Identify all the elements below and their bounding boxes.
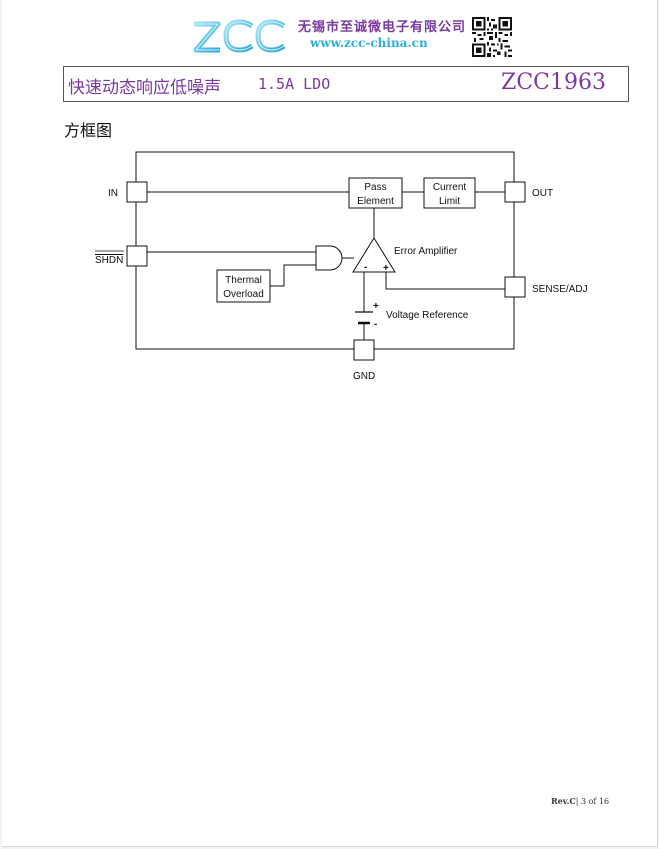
pin-gnd (353, 339, 375, 361)
rev-separator: | (575, 797, 579, 806)
footer-revision: Rev.C| 3 of 16 (551, 796, 609, 806)
ref-plus: + (373, 301, 379, 312)
company-name: 无锡市至诚微电子有限公司 (298, 20, 467, 35)
zcc-logo (193, 19, 286, 53)
current-limit-block (423, 177, 476, 209)
ref-minus: - (374, 319, 377, 330)
amp-plus: + (383, 263, 389, 274)
voltage-reference-symbol (355, 311, 373, 325)
qr-code-icon (472, 17, 512, 57)
product-subtitle: 1.5A LDO (258, 75, 331, 93)
and-gate (315, 245, 343, 271)
error-amp-label: Error Amplifier (394, 246, 458, 257)
pin-out (504, 181, 526, 203)
thermal-label-1: Thermal (225, 275, 262, 286)
pin-label-sense: SENSE/ADJ (532, 284, 588, 295)
thermal-label-2: Overload (223, 289, 264, 300)
rev-label: Rev.C (551, 796, 576, 806)
thermal-overload-block (216, 269, 271, 303)
pin-label-out: OUT (532, 188, 553, 199)
part-number: ZCC1963 (501, 70, 606, 95)
product-description: 快速动态响应低噪声 (68, 78, 221, 98)
company-url[interactable]: www.zcc-china.cn (310, 36, 428, 50)
current-label-1: Current (433, 182, 467, 193)
pass-element-block (348, 177, 403, 209)
wire-sense-amp (385, 272, 505, 290)
block-diagram: IN SHDN OUT SENSE/ADJ GND Pass Element C… (95, 151, 588, 382)
title-bar: 快速动态响应低噪声 1.5A LDO ZCC1963 (63, 66, 629, 102)
pin-label-shdn: SHDN (95, 255, 123, 266)
pin-label-in: IN (108, 188, 118, 199)
pass-label-1: Pass (364, 182, 386, 193)
pin-shdn (126, 245, 148, 267)
wire-thermal-gate (270, 264, 316, 287)
error-amplifier (352, 237, 396, 273)
pin-in (126, 181, 148, 203)
pass-label-2: Element (357, 196, 394, 207)
current-label-2: Limit (439, 196, 460, 207)
page-number: 3 of 16 (580, 797, 610, 806)
pin-label-gnd: GND (353, 371, 375, 382)
amp-minus: - (364, 262, 367, 273)
pin-sense (504, 276, 526, 298)
vref-label: Voltage Reference (386, 310, 469, 321)
section-heading: 方框图 (64, 121, 113, 140)
